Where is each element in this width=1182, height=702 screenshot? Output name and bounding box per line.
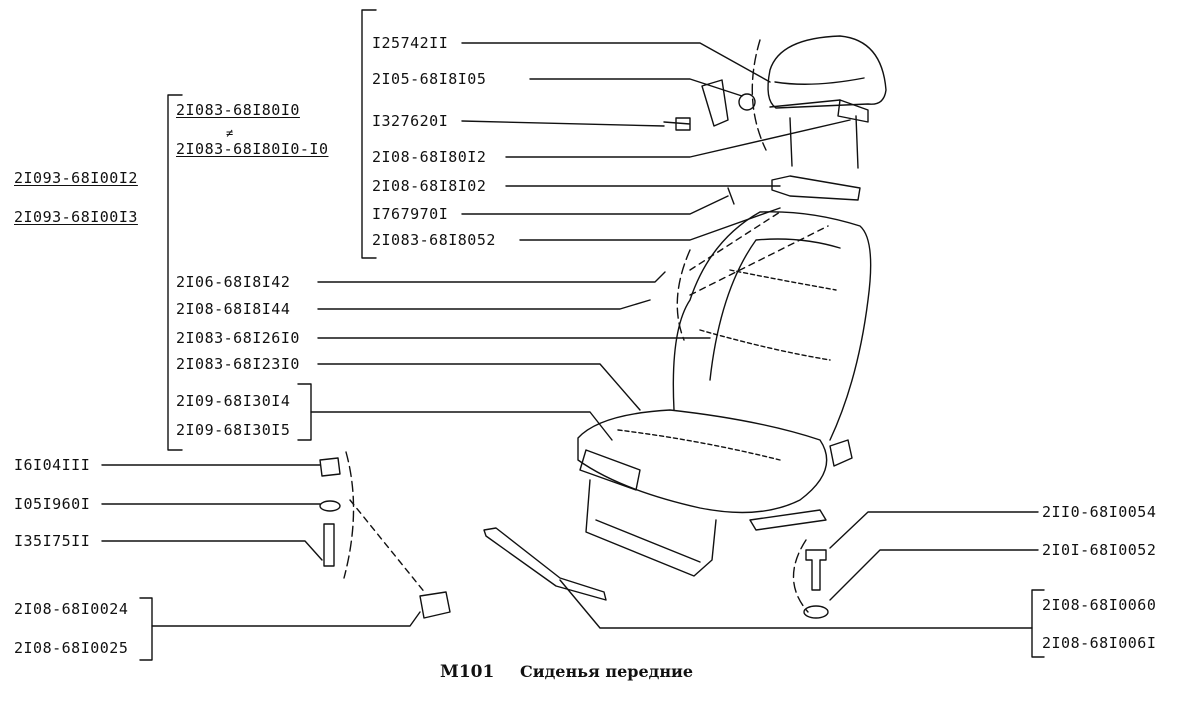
label-lower-left-2: I05I960I bbox=[14, 495, 91, 513]
label-mid-2: 2I08-68I8I44 bbox=[176, 300, 291, 318]
seat-back bbox=[673, 212, 870, 440]
label-right-pair-2: 2I08-68I006I bbox=[1042, 634, 1157, 652]
leader-4 bbox=[506, 120, 850, 157]
leader-19 bbox=[560, 580, 1032, 628]
label-mid-1: 2I06-68I8I42 bbox=[176, 273, 291, 291]
not-equal-symbol: ≠ bbox=[226, 126, 234, 140]
label-bracket-2: 2I08-68I0025 bbox=[14, 639, 129, 657]
label-lower-left-3: I35I75II bbox=[14, 532, 91, 550]
clip-part bbox=[702, 80, 728, 126]
label-seat-assembly-1: 2I093-68I00I2 bbox=[14, 169, 138, 187]
label-lower-left-1: I6I04III bbox=[14, 456, 91, 474]
headrest-bracket bbox=[838, 100, 868, 122]
seat-frame bbox=[586, 480, 716, 576]
label-right-pair-1: 2I08-68I0060 bbox=[1042, 596, 1157, 614]
dashed-arc-upper bbox=[752, 40, 766, 150]
leader-3 bbox=[462, 121, 664, 126]
label-mid-3: 2I083-68I26I0 bbox=[176, 329, 300, 347]
leader-11 bbox=[318, 364, 640, 410]
label-bracket-1: 2I08-68I0024 bbox=[14, 600, 129, 618]
headrest-body bbox=[768, 36, 886, 108]
figure-code: M101 bbox=[440, 662, 495, 682]
bracket-cushion-pair bbox=[298, 384, 311, 440]
leader-9 bbox=[318, 300, 650, 309]
leader-6 bbox=[462, 196, 728, 214]
bolt-washer bbox=[804, 606, 828, 618]
label-headrest-alt-2: 2I083-68I80I0-I0 bbox=[176, 140, 329, 158]
label-right-bolt-1: 2II0-68I0054 bbox=[1042, 503, 1157, 521]
adjust-rod bbox=[484, 528, 606, 600]
figure-title: Сиденья передние bbox=[520, 662, 694, 681]
cap-nut bbox=[320, 458, 340, 476]
dashed-arrow-2 bbox=[690, 226, 828, 295]
pin-part bbox=[324, 524, 334, 566]
bracket-headrest-group bbox=[362, 10, 376, 258]
seat-cushion bbox=[578, 410, 827, 513]
seat-frame-inner bbox=[596, 520, 700, 562]
label-seat-assembly-2: 2I093-68I00I3 bbox=[14, 208, 138, 226]
recline-lever bbox=[830, 440, 852, 466]
bracket-seat-assembly bbox=[168, 95, 182, 450]
bolt-part bbox=[806, 550, 826, 590]
label-right-bolt-2: 2I0I-68I0052 bbox=[1042, 541, 1157, 559]
guide-plate bbox=[772, 176, 860, 200]
label-cushion-1: 2I09-68I30I4 bbox=[176, 392, 291, 410]
leader-1 bbox=[462, 43, 770, 82]
dashed-arc-right bbox=[793, 540, 808, 612]
seat-back-inner bbox=[710, 239, 840, 380]
label-headrest-4: 2I08-68I80I2 bbox=[372, 148, 487, 166]
washer-part bbox=[320, 501, 340, 511]
leader-8 bbox=[318, 272, 665, 282]
cushion-seam bbox=[618, 430, 780, 460]
label-headrest-6: I767970I bbox=[372, 205, 449, 223]
label-headrest-5: 2I08-68I8I02 bbox=[372, 177, 487, 195]
label-headrest-7: 2I083-68I8052 bbox=[372, 231, 496, 249]
dashed-arc-left bbox=[344, 452, 354, 578]
leader-2 bbox=[530, 79, 742, 96]
headrest-stem-right bbox=[856, 116, 858, 168]
label-headrest-3: I327620I bbox=[372, 112, 449, 130]
bracket-lower-pair bbox=[140, 598, 152, 660]
seat-rail bbox=[750, 510, 826, 530]
headrest-inner-line bbox=[775, 78, 864, 84]
bracket-block bbox=[420, 592, 450, 618]
leader-16 bbox=[152, 612, 420, 626]
label-headrest-alt-1: 2I083-68I80I0 bbox=[176, 101, 300, 119]
leader-headrest-arrow bbox=[770, 100, 840, 107]
leader-17 bbox=[830, 512, 1038, 548]
seat-back-seam-1 bbox=[700, 330, 830, 360]
nut-part bbox=[739, 94, 755, 110]
label-mid-4: 2I083-68I23I0 bbox=[176, 355, 300, 373]
screw-part bbox=[664, 118, 690, 130]
cushion-front bbox=[580, 450, 640, 490]
label-headrest-1: I25742II bbox=[372, 34, 449, 52]
dashed-arc-mid bbox=[677, 250, 690, 340]
headrest-stem-left bbox=[790, 118, 792, 166]
stud-part bbox=[728, 188, 734, 204]
leader-12 bbox=[311, 412, 612, 440]
seat-back-seam-2 bbox=[730, 270, 836, 290]
dashed-arrow-left bbox=[350, 500, 426, 594]
bracket-right-pair bbox=[1032, 590, 1044, 657]
label-cushion-2: 2I09-68I30I5 bbox=[176, 421, 291, 439]
leader-18 bbox=[830, 550, 1038, 600]
label-headrest-2: 2I05-68I8I05 bbox=[372, 70, 487, 88]
dashed-arrow-1 bbox=[690, 212, 780, 270]
leader-15 bbox=[102, 541, 322, 560]
